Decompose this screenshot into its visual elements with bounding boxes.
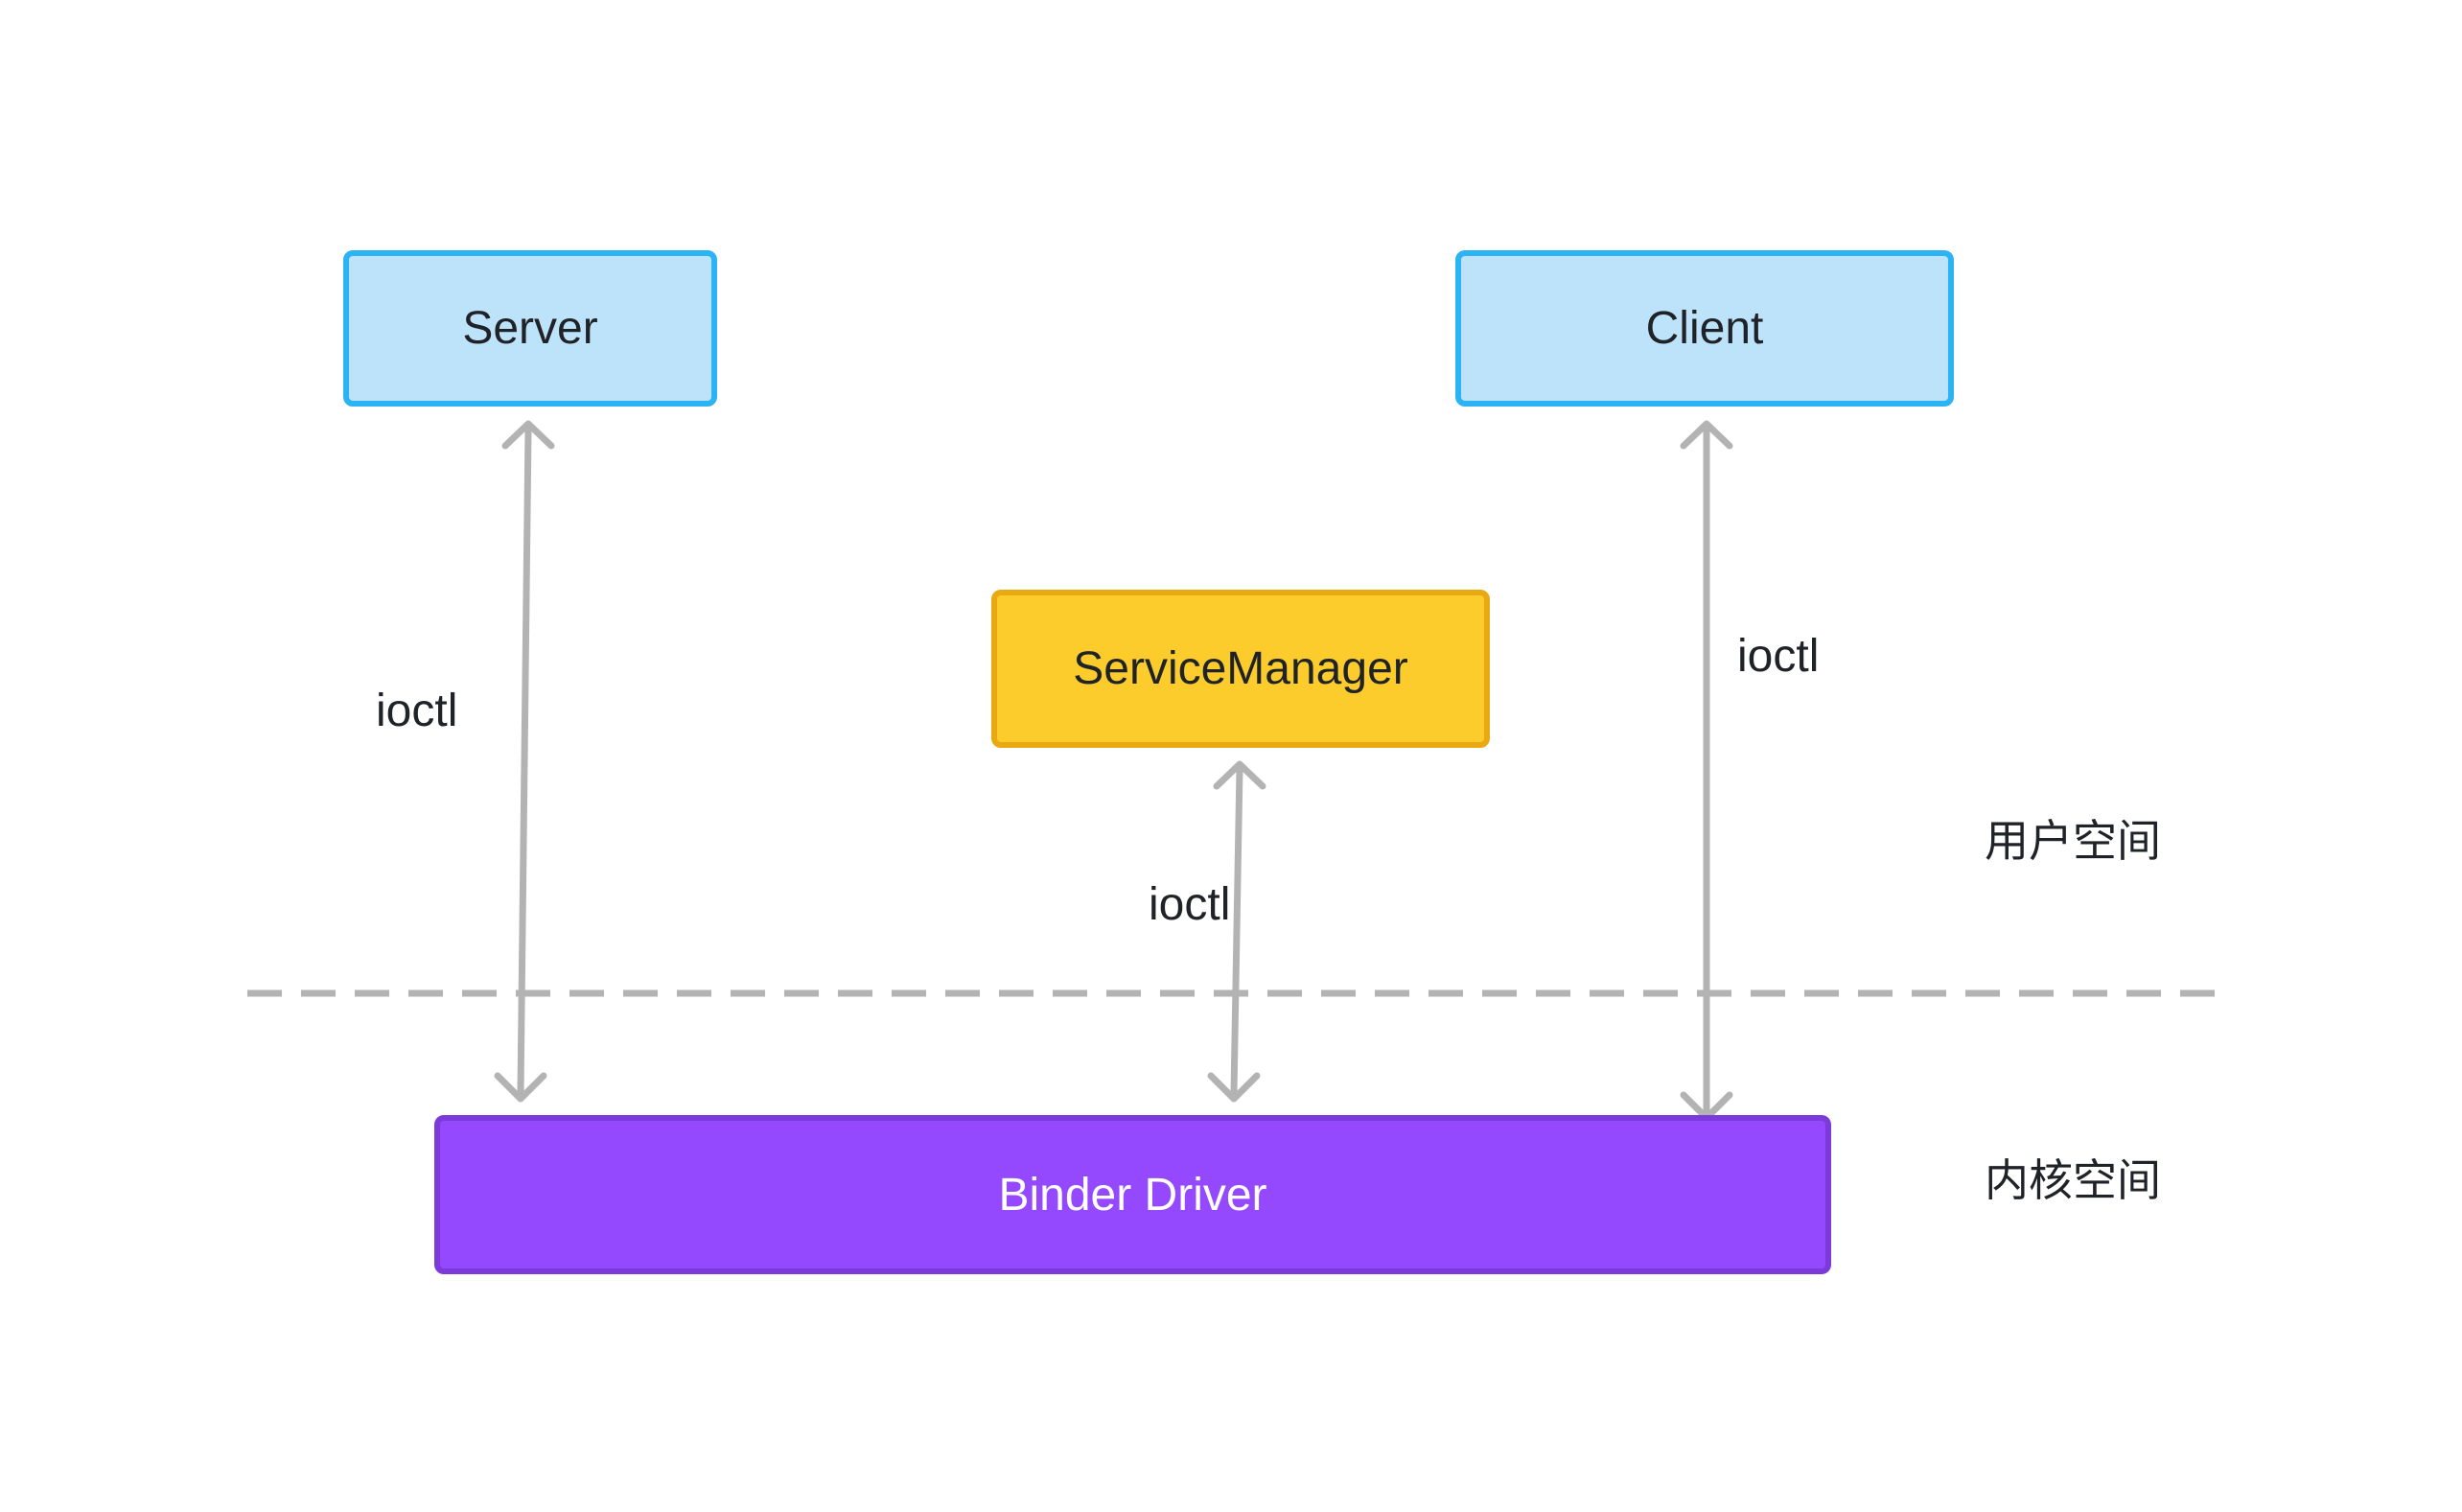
- client-ioctl-label: ioctl: [1737, 631, 1820, 682]
- client-node-label: Client: [1645, 303, 1764, 354]
- service-manager-node-label: ServiceManager: [1073, 643, 1408, 694]
- kernel-space-label: 内核空间: [1985, 1154, 2161, 1206]
- service-manager-driver-arrow: [1207, 760, 1266, 1103]
- client-node: Client: [1455, 250, 1954, 407]
- service-manager-node: ServiceManager: [991, 590, 1490, 748]
- server-driver-arrow: [494, 420, 555, 1103]
- server-node: Server: [343, 250, 717, 407]
- binder-driver-node-label: Binder Driver: [998, 1169, 1267, 1221]
- server-ioctl-label: ioctl: [376, 686, 458, 736]
- user-space-label: 用户空间: [1985, 815, 2161, 867]
- binder-driver-node: Binder Driver: [434, 1115, 1831, 1274]
- client-driver-arrow: [1680, 420, 1733, 1122]
- service-manager-ioctl-label: ioctl: [1149, 879, 1231, 930]
- server-node-label: Server: [462, 303, 598, 354]
